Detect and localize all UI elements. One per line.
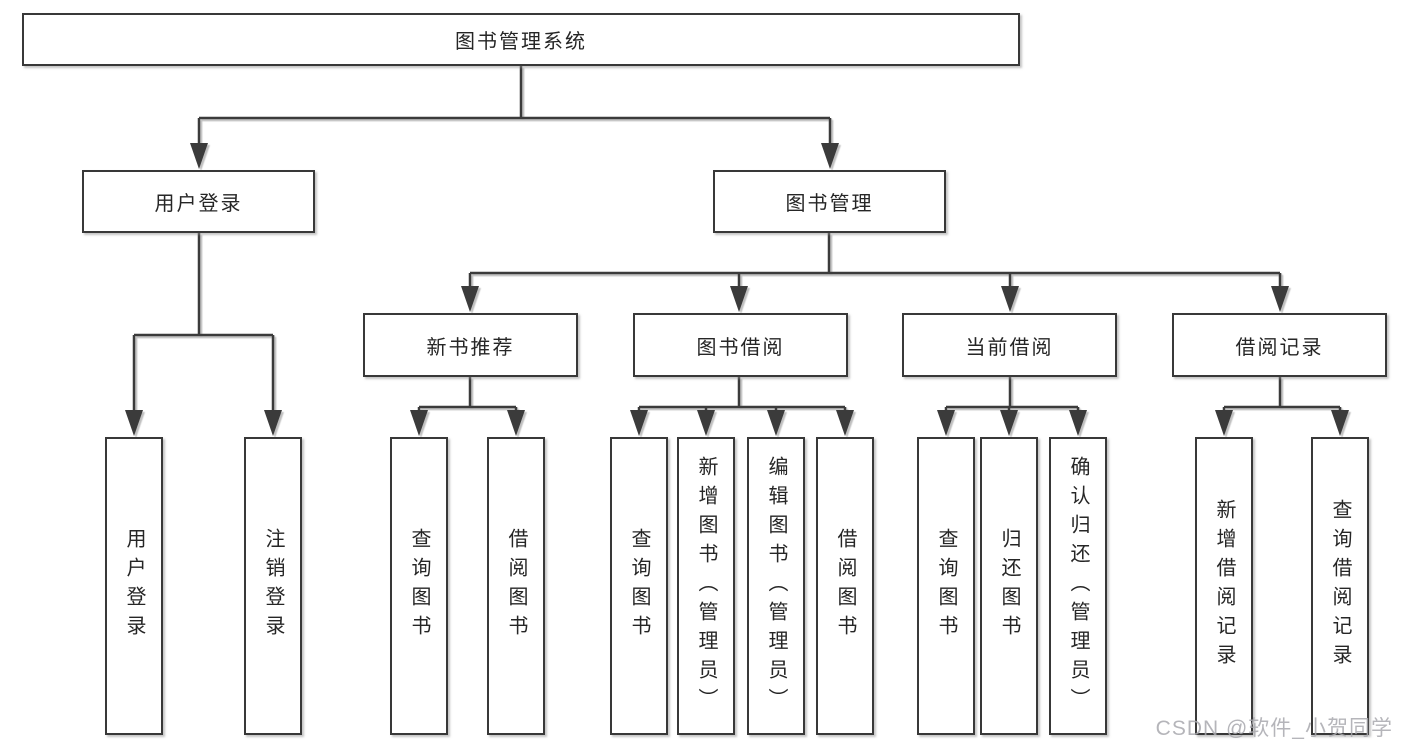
- leaf-query-books-newbooks: 查询图书: [390, 437, 448, 735]
- leaf-borrow-books: 借阅图书: [816, 437, 874, 735]
- csdn-watermark: CSDN @软件_小贺同学: [1155, 717, 1393, 740]
- arrowhead: [1215, 410, 1233, 436]
- connector-root-to-level2: [197, 66, 832, 145]
- arrowhead: [410, 410, 428, 436]
- arrowhead: [507, 410, 525, 436]
- leaf-query-books-borrow: 查询图书: [610, 437, 668, 735]
- arrowhead: [461, 286, 479, 312]
- arrowhead: [1069, 410, 1087, 436]
- arrowhead: [836, 410, 854, 436]
- leaf-add-borrow-record: 新增借阅记录: [1195, 437, 1253, 735]
- leaf-add-books-admin: 新增图书（管理员）: [677, 437, 735, 735]
- arrowhead: [264, 410, 282, 436]
- arrowhead: [767, 410, 785, 436]
- arrowhead: [730, 286, 748, 312]
- connector-newbooks-to-leaves: [417, 377, 518, 412]
- leaf-query-books-current: 查询图书: [917, 437, 975, 735]
- arrowhead: [190, 143, 208, 169]
- leaf-borrow-books-newbooks: 借阅图书: [487, 437, 545, 735]
- connector-bookmgmt-to-level3: [468, 233, 1282, 288]
- arrowhead: [1000, 410, 1018, 436]
- connector-borrow-to-leaves: [637, 377, 847, 412]
- node-book-borrow: 图书借阅: [633, 313, 848, 377]
- arrowhead: [697, 410, 715, 436]
- arrowhead: [125, 410, 143, 436]
- leaf-confirm-return-admin: 确认归还（管理员）: [1049, 437, 1107, 735]
- node-book-management: 图书管理: [713, 170, 946, 233]
- connector-userlogin-to-leaves: [132, 233, 275, 412]
- node-user-login: 用户登录: [82, 170, 315, 233]
- leaf-logout: 注销登录: [244, 437, 302, 735]
- arrowhead: [821, 143, 839, 169]
- arrowhead: [630, 410, 648, 436]
- leaf-return-books: 归还图书: [980, 437, 1038, 735]
- connector-records-to-leaves: [1222, 377, 1342, 412]
- connector-current-to-leaves: [944, 377, 1080, 412]
- arrowhead: [1271, 286, 1289, 312]
- leaf-user-login: 用户登录: [105, 437, 163, 735]
- node-borrow-records: 借阅记录: [1172, 313, 1387, 377]
- arrowhead: [1001, 286, 1019, 312]
- node-library-system: 图书管理系统: [22, 13, 1020, 66]
- leaf-edit-books-admin: 编辑图书（管理员）: [747, 437, 805, 735]
- arrowhead: [937, 410, 955, 436]
- node-new-book-recommend: 新书推荐: [363, 313, 578, 377]
- arrowhead: [1331, 410, 1349, 436]
- node-current-borrow: 当前借阅: [902, 313, 1117, 377]
- leaf-query-borrow-record: 查询借阅记录: [1311, 437, 1369, 735]
